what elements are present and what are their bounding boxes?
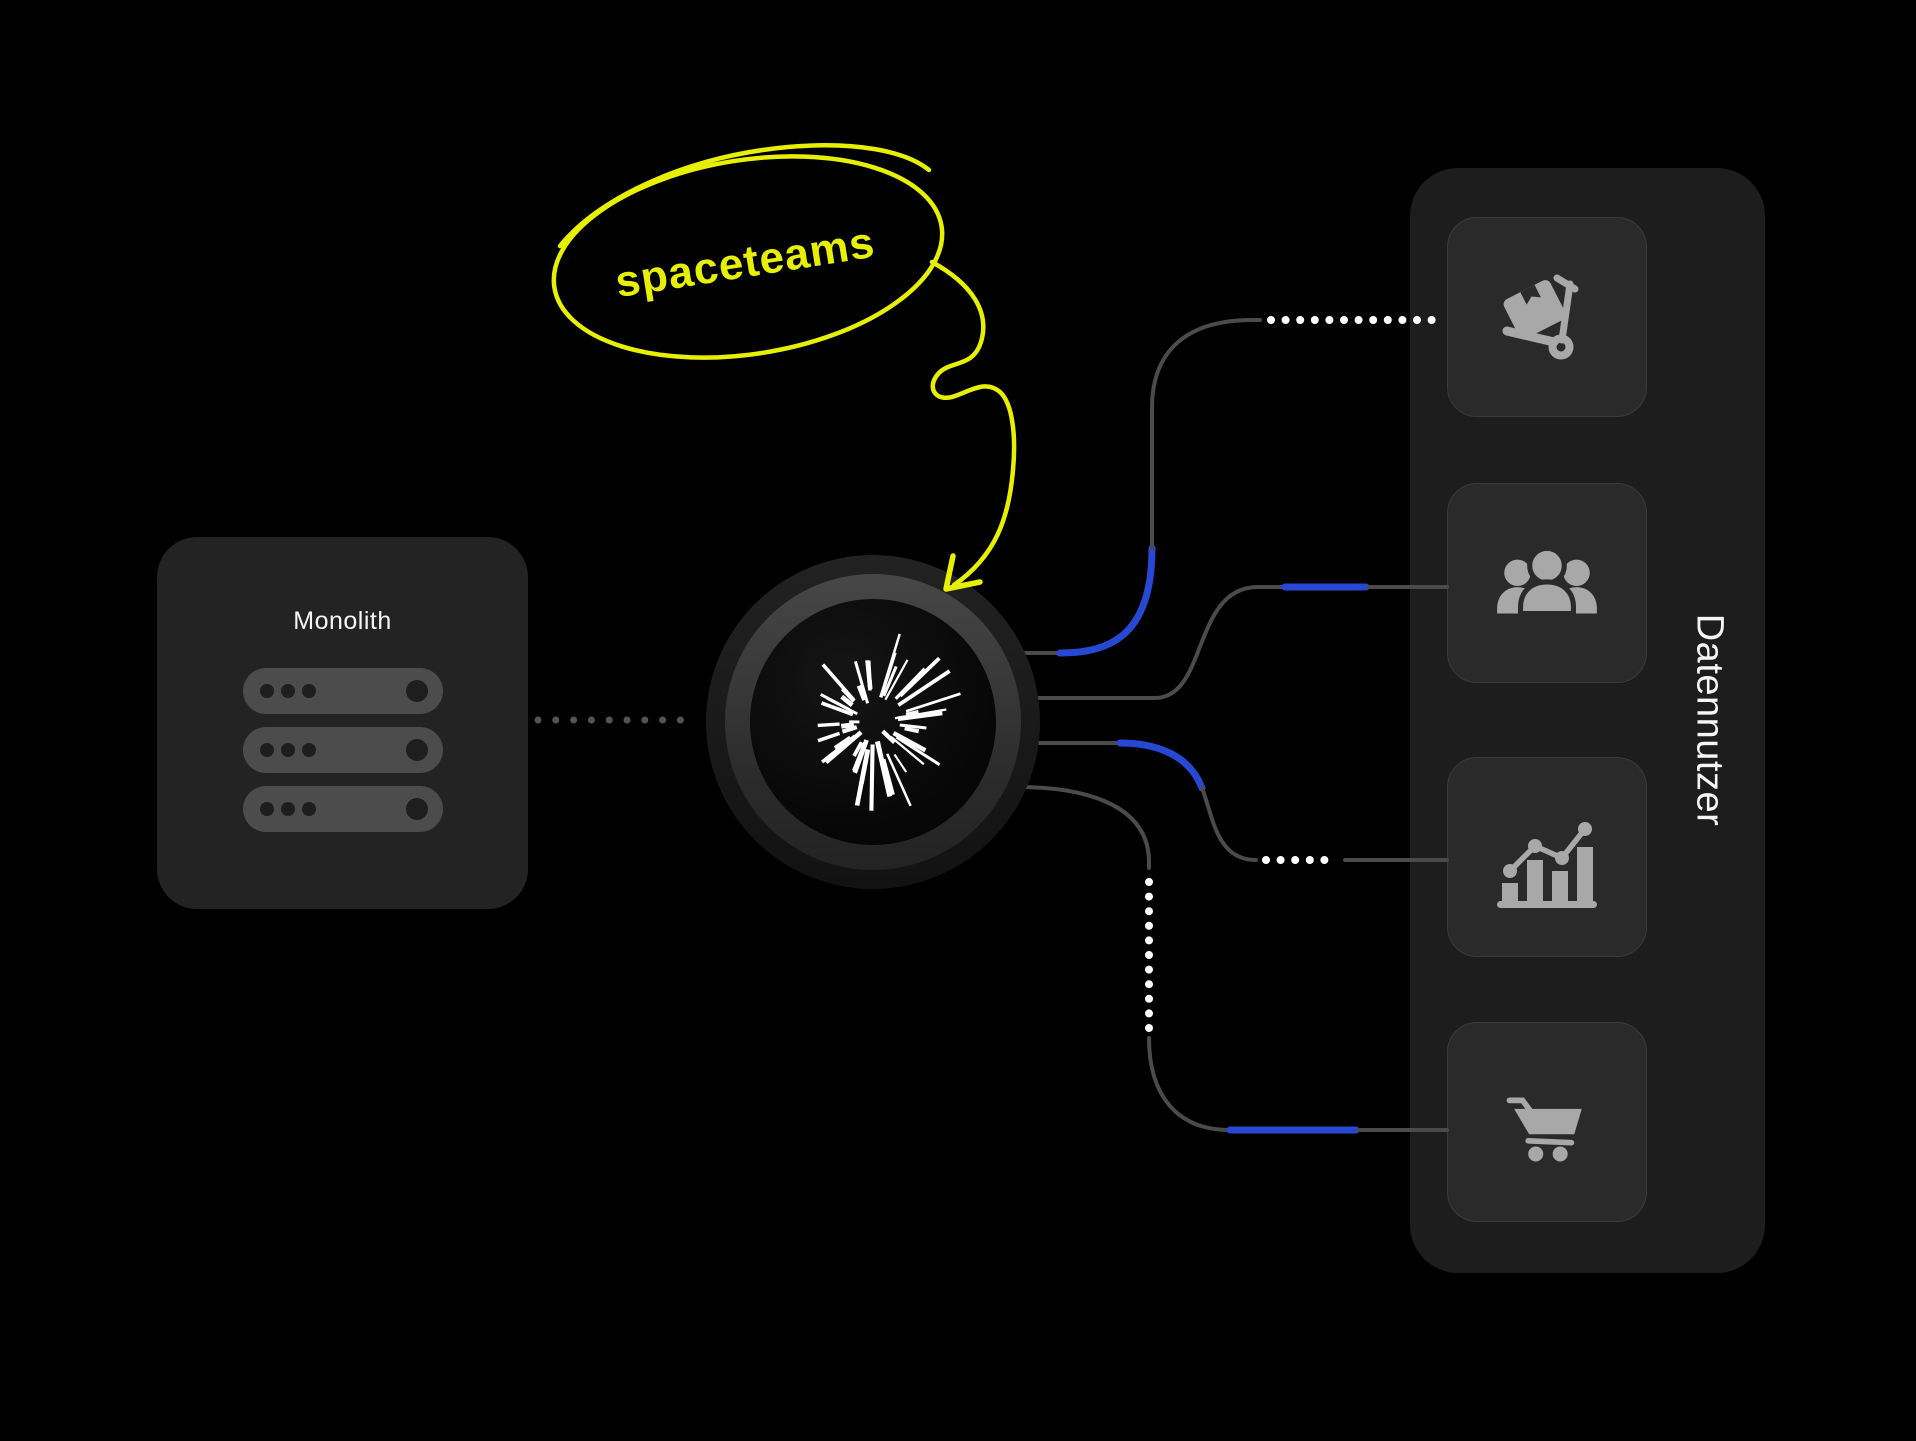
- ellipse-overstroke: [557, 143, 932, 249]
- people-group-icon: [1497, 545, 1597, 617]
- shopping-cart-icon: [1506, 1097, 1582, 1162]
- hub-node: [706, 555, 1040, 889]
- card-shopping-cart[interactable]: [1447, 1022, 1647, 1222]
- hand-truck-icon: [1502, 274, 1579, 360]
- card-bar-chart[interactable]: [1447, 757, 1647, 957]
- curved-arrow: [929, 259, 1017, 588]
- hand-drawn-ellipse: [551, 154, 945, 360]
- card-people-group[interactable]: [1447, 483, 1647, 683]
- server-bar: [243, 668, 443, 714]
- starburst-icon: [817, 633, 961, 811]
- panel-title: Datennutzer: [1688, 613, 1731, 827]
- server-bar: [243, 727, 443, 773]
- monolith-box: Monolith: [157, 537, 528, 909]
- server-bar: [243, 786, 443, 832]
- card-hand-truck[interactable]: [1447, 217, 1647, 417]
- bar-chart-icon: [1497, 822, 1597, 908]
- data-consumers-panel: Datennutzer: [1410, 168, 1765, 1273]
- monolith-title: Monolith: [293, 607, 392, 635]
- annotation-label: spaceteams: [612, 218, 878, 307]
- server-stack-icon: [243, 668, 443, 845]
